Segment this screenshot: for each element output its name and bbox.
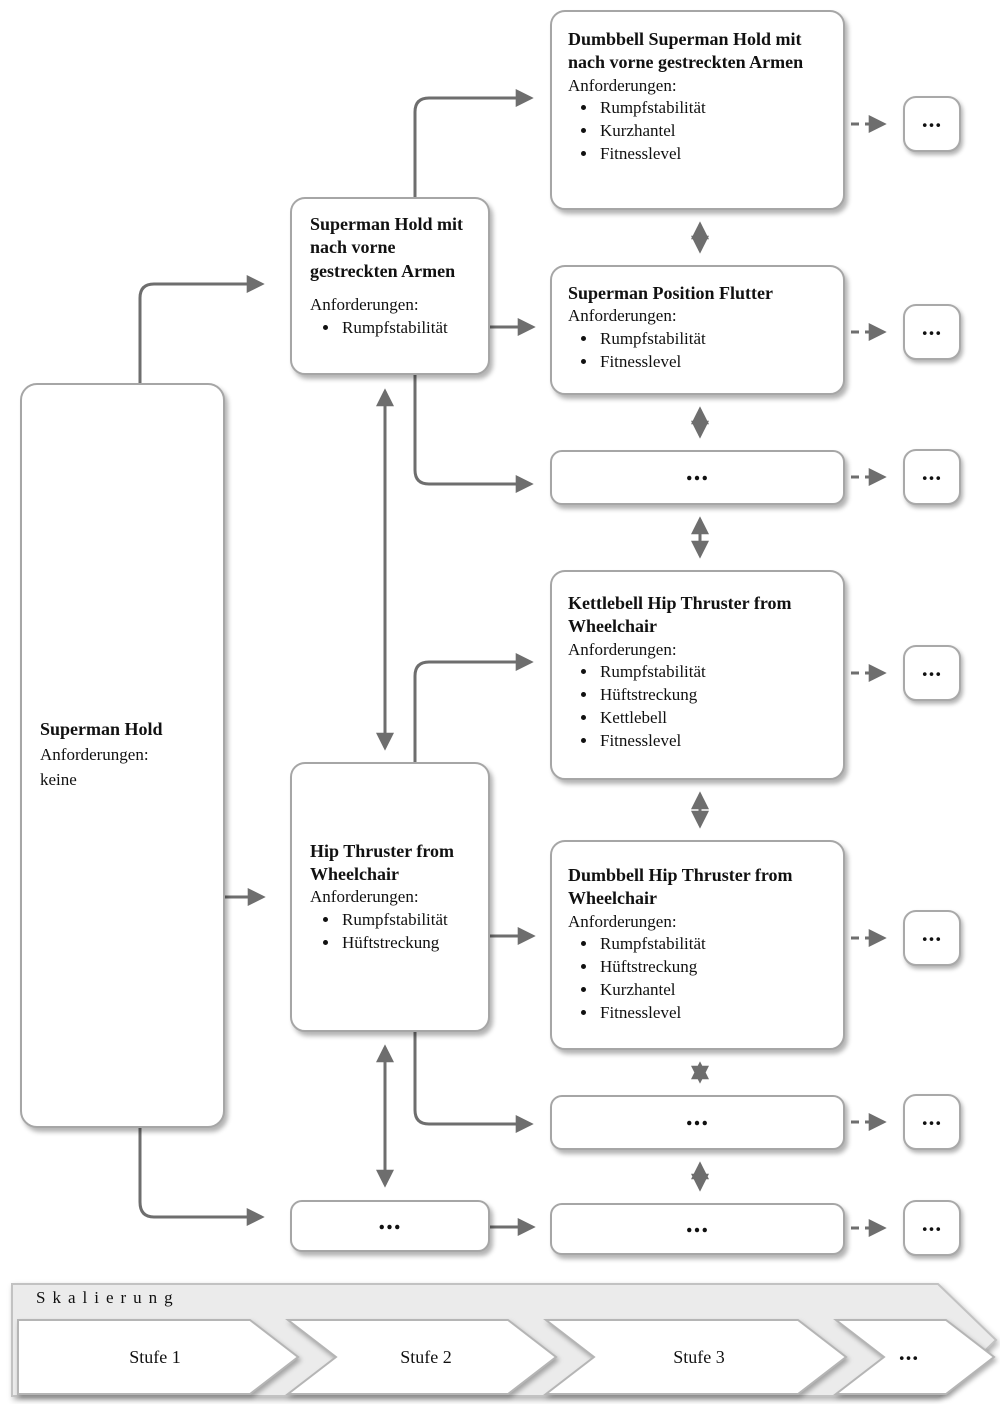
node-dumbbell-hip-thruster: Dumbbell Hip Thruster from Wheelchair An… <box>550 840 845 1050</box>
mini-ellipsis-7: ... <box>903 1200 961 1256</box>
requirements-list: Rumpfstabilität Kurzhantel Fitnesslevel <box>568 97 827 165</box>
ellipsis-label: ... <box>685 1101 710 1131</box>
requirement-item: Rumpfstabilität <box>340 317 470 340</box>
node-title: Superman Position Flutter <box>568 283 773 303</box>
mini-ellipsis-5: ... <box>903 910 961 966</box>
ellipsis-label: ... <box>685 456 710 486</box>
stage-stufe-2: Stufe 2 <box>400 1347 452 1367</box>
node-stufe2-ellipsis: ... <box>290 1200 490 1252</box>
requirements-list: Rumpfstabilität <box>310 317 470 340</box>
requirements-label: Anforderungen: <box>310 295 419 315</box>
requirements-label: Anforderungen: <box>568 306 677 326</box>
node-superman-position-flutter: Superman Position Flutter Anforderungen:… <box>550 265 845 395</box>
connector-elbow-down-mid2 <box>413 1032 534 1133</box>
requirement-item: Rumpfstabilität <box>598 97 827 120</box>
ellipsis-label: ... <box>898 1339 920 1365</box>
node-stufe3-ellipsis-3: ... <box>550 1203 845 1255</box>
connector-elbow-up-left <box>138 275 265 383</box>
requirement-item: Fitnesslevel <box>598 143 827 166</box>
stage-stufe-3: Stufe 3 <box>673 1347 725 1367</box>
requirement-item: Hüftstreckung <box>598 956 827 979</box>
requirement-item: Kurzhantel <box>598 979 827 1002</box>
ellipsis-label: ... <box>921 459 943 485</box>
node-kettlebell-hip-thruster: Kettlebell Hip Thruster from Wheelchair … <box>550 570 845 780</box>
node-title: Dumbbell Hip Thruster from Wheelchair <box>568 865 793 909</box>
mini-ellipsis-6: ... <box>903 1094 961 1150</box>
mini-ellipsis-1: ... <box>903 96 961 152</box>
node-title: Superman Hold mit nach vorne gestreckten… <box>310 214 464 281</box>
node-dumbbell-superman-hold: Dumbbell Superman Hold mit nach vorne ge… <box>550 10 845 210</box>
node-title: Hip Thruster from Wheelchair <box>310 840 455 885</box>
node-superman-hold: Superman Hold Anforderungen: keine <box>20 383 225 1128</box>
mini-ellipsis-4: ... <box>903 645 961 701</box>
ellipsis-label: ... <box>685 1207 710 1238</box>
requirement-item: Kurzhantel <box>598 120 827 143</box>
connector-elbow-up-mid2 <box>413 653 534 762</box>
requirements-none: keine <box>40 770 77 790</box>
requirement-item: Rumpfstabilität <box>340 909 470 932</box>
node-title: Kettlebell Hip Thruster from Wheelchair <box>568 593 792 637</box>
stage-stufe-1: Stufe 1 <box>129 1347 181 1367</box>
requirements-list: Rumpfstabilität Hüftstreckung <box>310 909 470 955</box>
requirement-item: Fitnesslevel <box>598 730 827 753</box>
requirements-list: Rumpfstabilität Fitnesslevel <box>568 328 827 374</box>
requirement-item: Rumpfstabilität <box>598 661 827 684</box>
mini-ellipsis-3: ... <box>903 449 961 505</box>
requirements-list: Rumpfstabilität Hüftstreckung Kettlebell… <box>568 661 827 752</box>
requirements-list: Rumpfstabilität Hüftstreckung Kurzhantel… <box>568 933 827 1024</box>
node-stufe3-ellipsis-1: ... <box>550 450 845 505</box>
ellipsis-label: ... <box>921 314 943 340</box>
requirement-item: Kettlebell <box>598 707 827 730</box>
ellipsis-label: ... <box>921 1210 943 1236</box>
node-hip-thruster: Hip Thruster from Wheelchair Anforderung… <box>290 762 490 1032</box>
requirement-item: Rumpfstabilität <box>598 328 827 351</box>
ellipsis-label: ... <box>921 106 943 132</box>
ellipsis-label: ... <box>378 1204 402 1235</box>
connector-elbow-down-mid1 <box>413 375 534 493</box>
ellipsis-label: ... <box>921 655 943 681</box>
requirements-label: Anforderungen: <box>568 75 677 95</box>
ellipsis-label: ... <box>921 1104 943 1130</box>
requirement-item: Fitnesslevel <box>598 351 827 374</box>
stage-ellipsis: ... <box>864 1340 954 1374</box>
scaling-banner-label: Skalierung <box>36 1288 180 1307</box>
requirements-label: Anforderungen: <box>40 744 149 764</box>
requirement-item: Hüftstreckung <box>340 932 470 955</box>
requirement-item: Rumpfstabilität <box>598 933 827 956</box>
mini-ellipsis-2: ... <box>903 304 961 360</box>
requirements-label: Anforderungen: <box>310 887 419 907</box>
requirement-item: Hüftstreckung <box>598 684 827 707</box>
connector-elbow-up-mid1 <box>413 89 534 197</box>
node-title: Superman Hold <box>40 719 163 740</box>
node-title: Dumbbell Superman Hold mit nach vorne ge… <box>568 29 804 73</box>
requirement-item: Fitnesslevel <box>598 1002 827 1025</box>
ellipsis-label: ... <box>921 920 943 946</box>
requirements-label: Anforderungen: <box>568 639 677 659</box>
connector-elbow-down-left <box>138 1128 265 1226</box>
requirements-label: Anforderungen: <box>568 911 677 931</box>
node-stufe3-ellipsis-2: ... <box>550 1095 845 1150</box>
node-superman-hold-arms: Superman Hold mit nach vorne gestreckten… <box>290 197 490 375</box>
